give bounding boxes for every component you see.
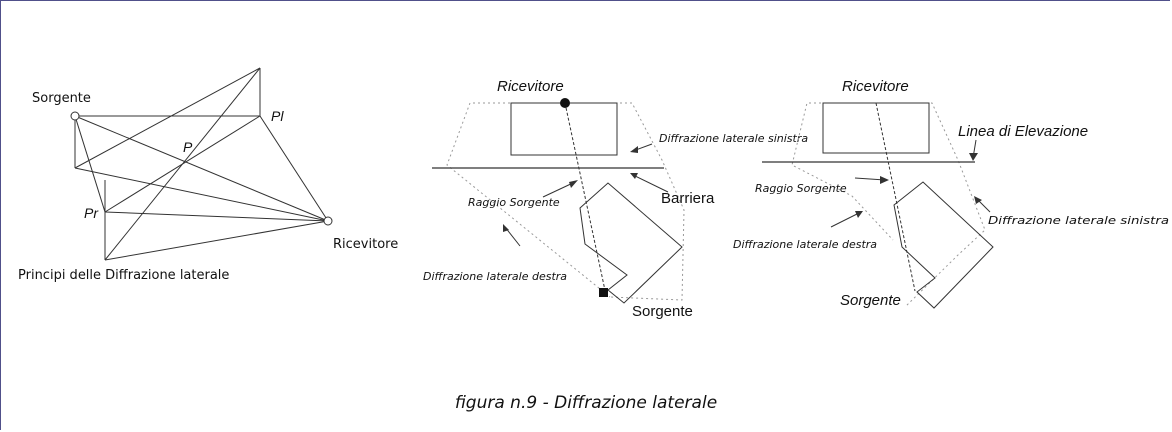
d3-source-ray: [875, 102, 916, 292]
d2-raggio-label: Raggio Sorgente: [468, 196, 560, 209]
d3-arrow-sinistra: [977, 199, 991, 213]
d3-sorgente-label: Sorgente: [840, 292, 901, 309]
d3-arrowhead-destra: [855, 211, 863, 218]
d2-arrowhead-sinistra: [630, 146, 638, 153]
d2-arrowhead-raggio: [569, 180, 578, 188]
line-pr-pl: [104, 115, 261, 213]
line-s-pr: [74, 115, 106, 213]
d3-arrow-destra: [830, 212, 860, 228]
d1-p-label: P: [183, 139, 193, 155]
figure-caption: figura n.9 - Diffrazione laterale: [454, 393, 718, 413]
d2-receiver-box: [510, 102, 618, 156]
d2-diffr-sinistra-label: Diffrazione laterale sinistra: [659, 132, 808, 145]
d3-diffr-sinistra-label: Diffrazione laterale sinistra: [988, 214, 1169, 227]
line-s-r: [74, 115, 329, 222]
d2-receiver-dot: [560, 98, 570, 108]
d1-sorgente-label: Sorgente: [32, 91, 91, 106]
d2-right-dotted-path: [565, 102, 685, 301]
d1-ricevitore-label: Ricevitore: [333, 237, 398, 252]
d3-arrowhead-sinistra: [974, 196, 982, 204]
line-pr-r: [104, 211, 329, 222]
d1-title: Principi delle Diffrazione laterale: [18, 268, 229, 283]
d2-diffr-destra-label: Diffrazione laterale destra: [423, 270, 567, 283]
d3-source-polygon: [893, 181, 994, 309]
d2-arrowhead-barriera: [630, 173, 638, 179]
d1-pr-label: Pr: [84, 205, 99, 221]
d3-ricevitore-label: Ricevitore: [842, 78, 909, 95]
d3-arrowhead-raggio: [880, 176, 889, 184]
receiver-point: [323, 216, 333, 226]
line-pl-r: [259, 115, 329, 222]
d3-receiver-box: [822, 102, 930, 154]
line-lower-diag: [74, 167, 329, 222]
d2-barriera-label: Barriera: [661, 190, 715, 207]
d3-left-dotted-path: [791, 102, 894, 241]
diagram-2-barrier: [432, 98, 685, 304]
diagram-3-elevation: [762, 102, 994, 309]
d2-sorgente-label: Sorgente: [632, 303, 693, 320]
d3-raggio-label: Raggio Sorgente: [755, 182, 847, 195]
d2-left-dotted-path: [446, 102, 611, 298]
d2-arrow-raggio: [542, 181, 576, 198]
d2-ricevitore-label: Ricevitore: [497, 78, 564, 95]
d2-source-marker: [599, 288, 608, 297]
d2-source-ray: [564, 102, 607, 296]
line-pr-r-lower: [104, 220, 329, 261]
d3-diffr-destra-label: Diffrazione laterale destra: [733, 238, 877, 251]
line-upper-diag: [74, 67, 261, 169]
d2-arrowhead-destra: [503, 224, 509, 232]
d3-linea-label: Linea di Elevazione: [958, 123, 1088, 140]
d2-source-polygon: [579, 182, 683, 304]
diagram-1-principles: [70, 67, 333, 261]
source-point: [70, 111, 80, 121]
d1-pl-label: Pl: [271, 108, 284, 124]
d3-arrowhead-linea: [969, 153, 978, 161]
d2-arrow-barriera: [632, 174, 669, 193]
